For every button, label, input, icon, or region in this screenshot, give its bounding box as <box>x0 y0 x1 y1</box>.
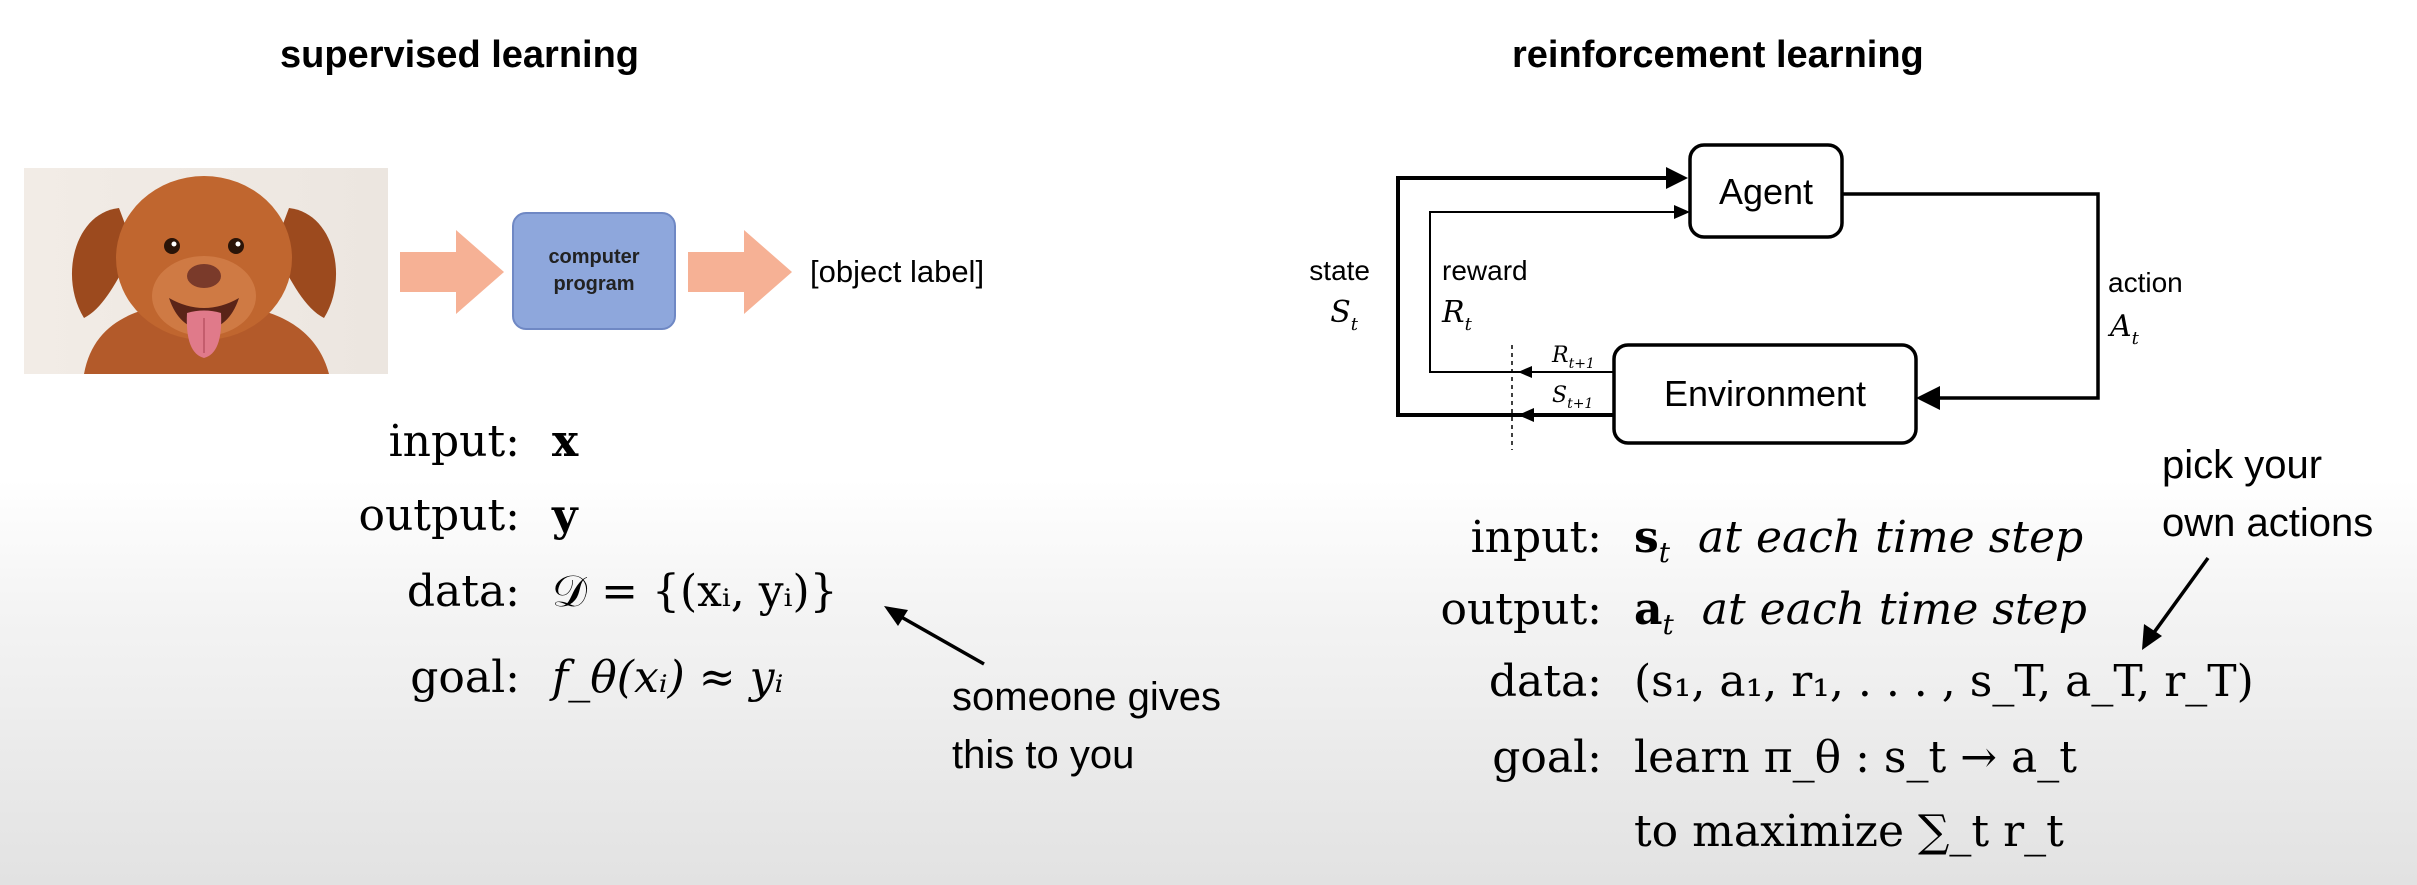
supervised-data-label: data: <box>406 566 520 617</box>
rl-output-sub: t <box>1662 607 1674 641</box>
supervised-goal-label: goal: <box>410 652 520 703</box>
action-word: action <box>2108 267 2183 298</box>
rl-input-value: s <box>1634 512 1659 563</box>
environment-label: Environment <box>1664 373 1866 414</box>
dog-photo <box>24 168 388 374</box>
rl-note: pick your own actions <box>2162 436 2373 552</box>
supervised-output-row: output: y <box>250 490 578 541</box>
environment-box <box>1612 343 1918 445</box>
block-arrow-icon <box>400 230 504 314</box>
rl-input-sub: t <box>1658 535 1671 569</box>
pointer-arrow-icon <box>2142 556 2210 650</box>
supervised-note: someone gives this to you <box>952 668 1221 784</box>
rl-maximize-row: to maximize ∑_t r_t <box>1380 806 2064 857</box>
agent-label: Agent <box>1719 171 1813 212</box>
rl-output-rest: at each time step <box>1701 584 2087 635</box>
agent-box <box>1688 143 1844 239</box>
rl-output-value: a <box>1634 584 1663 635</box>
state-symbol: St <box>1330 295 1359 335</box>
block-arrow-icon <box>688 230 792 314</box>
state-word: state <box>1309 255 1370 286</box>
rl-input-rest: at each time step <box>1698 512 2084 563</box>
rl-goal-label: goal: <box>1492 732 1602 783</box>
rl-input-label: input: <box>1470 512 1602 563</box>
rl-goal-value: learn π_θ : s_t → a_t <box>1634 732 2077 783</box>
rl-data-value: (s₁, a₁, r₁, . . . , s_T, a_T, r_T) <box>1634 656 2254 707</box>
computer-program-box: computer program <box>512 212 676 330</box>
supervised-goal-value: f_θ(xᵢ) ≈ yᵢ <box>552 652 784 703</box>
computer-program-label: computer program <box>548 246 640 295</box>
supervised-input-value: x <box>552 416 579 467</box>
supervised-note-line1: someone gives <box>952 675 1222 719</box>
reinforcement-title: reinforcement learning <box>1512 34 1924 76</box>
next-state-symbol: St+1 <box>1552 383 1593 412</box>
supervised-input-row: input: x <box>250 416 579 467</box>
supervised-input-label: input: <box>388 416 520 467</box>
rl-goal-row: goal: learn π_θ : s_t → a_t <box>1380 732 2077 783</box>
rl-output-label: output: <box>1440 584 1602 635</box>
action-symbol: At <box>2107 309 2140 349</box>
rl-input-row: input: st at each time step <box>1380 512 2084 569</box>
supervised-output-value: y <box>552 490 578 541</box>
rl-output-row: output: at at each time step <box>1380 584 2087 641</box>
supervised-title: supervised learning <box>280 34 640 76</box>
agent-environment-diagram: Agent Environment state St reward Rt act… <box>1309 143 2183 450</box>
rl-maximize-value: to maximize ∑_t r_t <box>1634 806 2064 857</box>
object-label-text: [object label] <box>810 254 985 289</box>
rl-data-row: data: (s₁, a₁, r₁, . . . , s_T, a_T, r_T… <box>1380 656 2254 707</box>
next-reward-symbol: Rt+1 <box>1551 343 1595 372</box>
reward-symbol: Rt <box>1441 295 1473 335</box>
rl-note-line1: pick your <box>2162 443 2323 487</box>
supervised-output-label: output: <box>358 490 520 541</box>
supervised-note-line2: this to you <box>952 733 1135 777</box>
rl-note-line2: own actions <box>2162 501 2374 545</box>
supervised-data-value: 𝒟 = {(xᵢ, yᵢ)} <box>552 566 838 617</box>
reward-word: reward <box>1442 255 1528 286</box>
pointer-arrow-icon <box>884 606 985 666</box>
supervised-goal-row: goal: f_θ(xᵢ) ≈ yᵢ <box>250 652 783 703</box>
rl-data-label: data: <box>1488 656 1602 707</box>
supervised-data-row: data: 𝒟 = {(xᵢ, yᵢ)} <box>250 566 838 617</box>
